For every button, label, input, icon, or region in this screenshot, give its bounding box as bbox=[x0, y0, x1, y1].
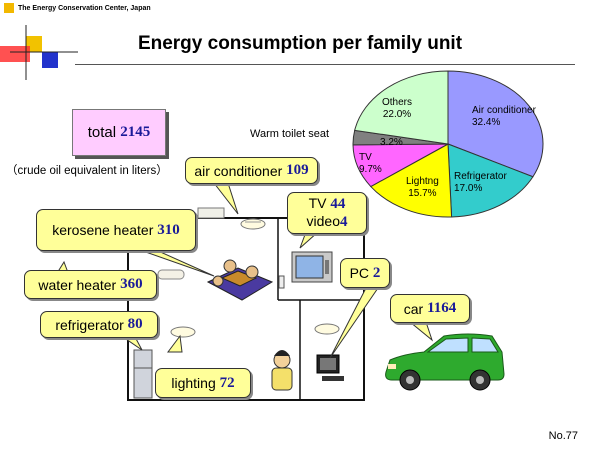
aircon-label: air conditioner bbox=[194, 162, 283, 179]
callout-lighting: lighting 72 bbox=[155, 368, 251, 398]
tail-pc bbox=[329, 287, 379, 359]
pie-chart bbox=[352, 70, 544, 218]
ceiling-lamp-icon bbox=[170, 326, 196, 338]
pc-label: PC bbox=[349, 265, 370, 281]
title-divider bbox=[75, 64, 575, 65]
tail-aircon bbox=[212, 182, 239, 215]
lighting-label: lighting bbox=[171, 375, 216, 391]
total-box: total 2145 bbox=[72, 109, 166, 156]
car-value: 1164 bbox=[427, 300, 457, 316]
ceiling-lamp-icon bbox=[314, 323, 340, 335]
refrigerator-label: refrigerator bbox=[55, 316, 124, 333]
pie-outside-label: Warm toilet seat bbox=[250, 128, 330, 140]
tail-lighting bbox=[167, 334, 183, 353]
page-title: Energy consumption per family unit bbox=[137, 33, 463, 54]
tv-value: 44 bbox=[330, 196, 346, 212]
callout-air-conditioner: air conditioner 109 bbox=[185, 157, 318, 184]
water-heater-label: water heater bbox=[38, 276, 117, 293]
lighting-value: 72 bbox=[219, 374, 235, 391]
callout-water-heater: water heater 360 bbox=[24, 270, 157, 299]
kerosene-heater-scene-icon bbox=[206, 259, 274, 301]
deco-blue-square bbox=[42, 52, 58, 68]
refrigerator-icon bbox=[133, 349, 153, 399]
total-label: total bbox=[87, 124, 117, 141]
outlet-icon bbox=[278, 275, 285, 289]
pie-label-warm-toilet-seat: 3.2% bbox=[380, 137, 403, 148]
aircon-unit-icon bbox=[197, 207, 225, 219]
car-label: car bbox=[403, 300, 424, 317]
total-value: 2145 bbox=[120, 124, 151, 140]
water-heater-icon bbox=[157, 269, 185, 280]
callout-refrigerator: refrigerator 80 bbox=[40, 311, 158, 338]
deco-red-block bbox=[0, 46, 30, 62]
tv-label: TV bbox=[308, 195, 327, 211]
pie-slice-refrigerator bbox=[447, 143, 534, 218]
pie-slice-others bbox=[354, 70, 449, 145]
ceiling-lamp-icon bbox=[240, 218, 266, 230]
tv-icon bbox=[291, 251, 333, 283]
car-icon bbox=[385, 333, 505, 391]
callout-pc: PC 2 bbox=[340, 258, 390, 288]
pie-slice-air-conditioner bbox=[447, 70, 544, 178]
kerosene-heater-value: 310 bbox=[157, 221, 180, 238]
organization-name: The Energy Conservation Center, Japan bbox=[18, 5, 151, 12]
video-value: 4 bbox=[339, 214, 348, 230]
slide-number: No.77 bbox=[548, 430, 578, 442]
person-icon bbox=[271, 350, 293, 391]
video-label: video bbox=[306, 213, 340, 229]
pie-slice-lightng bbox=[369, 143, 453, 218]
callout-car: car 1164 bbox=[390, 294, 470, 323]
total-unit-note: （crude oil equivalent in liters） bbox=[6, 165, 168, 177]
logo-square bbox=[4, 3, 14, 13]
pc-value: 2 bbox=[372, 264, 381, 281]
callout-tv-video: TV 44 video4 bbox=[287, 192, 367, 234]
tail-tv bbox=[299, 231, 320, 249]
aircon-value: 109 bbox=[286, 162, 309, 178]
refrigerator-value: 80 bbox=[127, 316, 143, 332]
kerosene-heater-label: kerosene heater bbox=[52, 222, 154, 238]
header-decoration bbox=[0, 3, 78, 80]
water-heater-value: 360 bbox=[120, 276, 143, 292]
callout-kerosene-heater: kerosene heater 310 bbox=[36, 209, 196, 251]
pc-icon bbox=[316, 354, 344, 381]
